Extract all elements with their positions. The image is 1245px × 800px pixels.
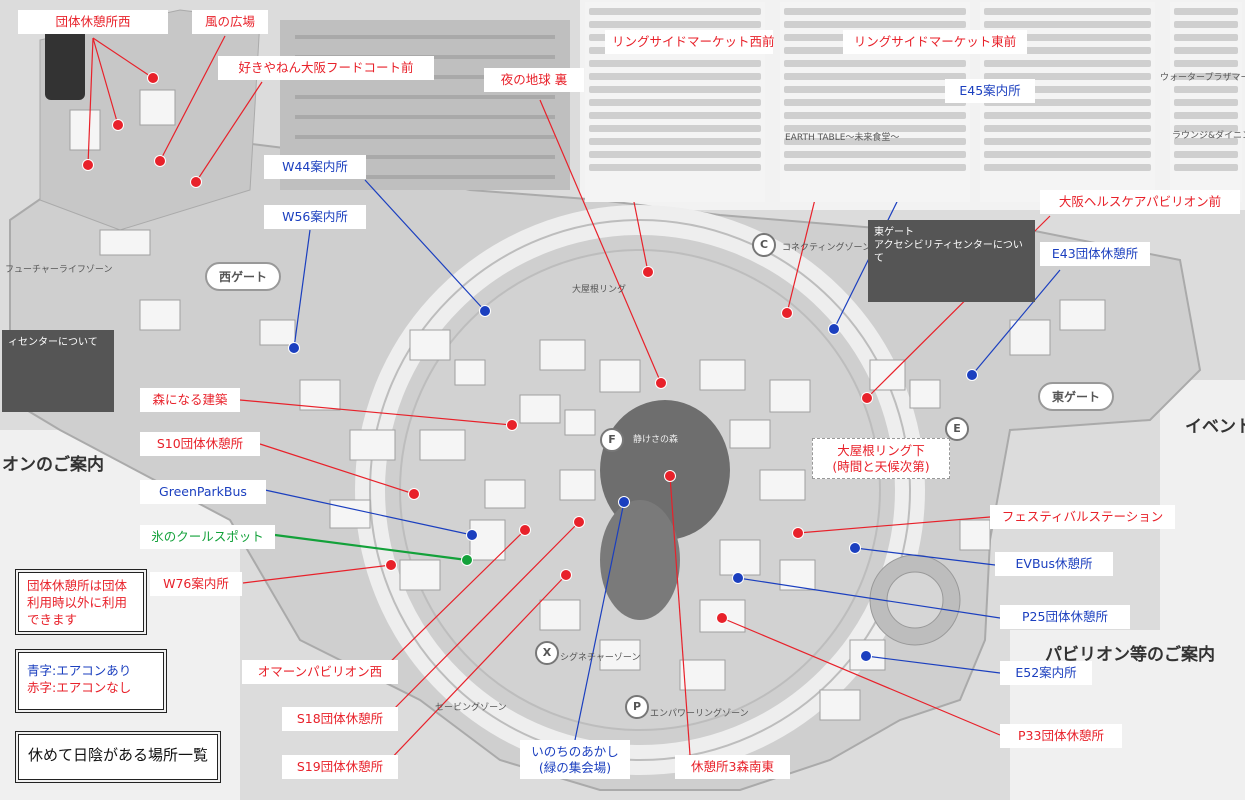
accessibility-card-west: ィセンターについて (2, 330, 114, 412)
map-label-connecting-zone: コネクティングゾーン (782, 243, 872, 253)
map-title: 休めて日陰がある場所一覧 (15, 731, 221, 783)
label-e43-group-rest[interactable]: E43団体休憩所 (1040, 242, 1150, 266)
guide-right-heading: パビリオン等のご案内 (1045, 645, 1215, 665)
label-e52-info[interactable]: E52案内所 (1000, 661, 1092, 685)
map-label-saving-zone: セービングゾーン (435, 703, 507, 713)
label-rest3-forest-se[interactable]: 休憩所3森南東 (675, 755, 790, 779)
zone-f-icon: F (600, 428, 624, 452)
label-w56-info[interactable]: W56案内所 (264, 205, 366, 229)
zone-e-icon: E (945, 417, 969, 441)
label-forest-architecture[interactable]: 森になる建築 (140, 388, 240, 412)
label-ringside-market-east[interactable]: リングサイドマーケット東前 (843, 30, 1027, 54)
map-label-forest: 静けさの森 (633, 435, 679, 445)
map-label-signature-zone: シグネチャーゾーン (560, 653, 641, 663)
label-p25-group-rest[interactable]: P25団体休憩所 (1000, 605, 1130, 629)
legend-blue: 青字:エアコンあり (27, 663, 132, 678)
label-p33-group-rest[interactable]: P33団体休憩所 (1000, 724, 1122, 748)
accessibility-card-title: アクセシビリティセンターについて (874, 240, 1023, 264)
label-wind-plaza[interactable]: 風の広場 (192, 10, 268, 34)
zone-x-icon: X (535, 641, 559, 665)
note-line-2: 利用時以外に利用 (27, 594, 128, 610)
label-night-earth-back[interactable]: 夜の地球 裏 (484, 68, 584, 92)
east-gate-label: 東ゲート (1038, 382, 1115, 411)
label-s19-group-rest[interactable]: S19団体休憩所 (282, 755, 398, 779)
label-e45-info[interactable]: E45案内所 (945, 79, 1035, 103)
label-oman-pavilion-west[interactable]: オマーンパビリオン西 (242, 660, 398, 684)
map-label-water-plaza: ウォータープラザマーケ (1160, 73, 1245, 83)
guide-left-heading: オンのご案内 (2, 455, 104, 475)
label-s18-group-rest[interactable]: S18団体休憩所 (282, 707, 398, 731)
zone-c-icon: C (752, 233, 776, 257)
legend-red: 赤字:エアコンなし (27, 679, 132, 695)
label-w76-info[interactable]: W76案内所 (150, 572, 242, 596)
map-label-earth-table: EARTH TABLE〜未来食堂〜 (785, 133, 900, 143)
west-gate-label: 西ゲート (205, 262, 282, 291)
label-ringside-market-west[interactable]: リングサイドマーケット西前 (605, 30, 775, 54)
accessibility-card-gate: 東ゲート (874, 227, 914, 238)
group-rest-note: 団体休憩所は団体 利用時以外に利用 できます (15, 569, 147, 635)
map-label-ring: 大屋根リング (572, 285, 627, 295)
map-label-future-zone: フューチャーライフゾーン (5, 265, 113, 275)
event-heading: イベント (1185, 417, 1245, 437)
listing-sheet-4 (1170, 2, 1242, 202)
label-inochi-no-akashi[interactable]: いのちのあかし (緑の集会場) (520, 740, 630, 780)
label-w44-info[interactable]: W44案内所 (264, 155, 366, 179)
accessibility-card-west-title: ィセンターについて (8, 337, 98, 348)
label-festival-station[interactable]: フェスティバルステーション (990, 505, 1175, 529)
label-evbus-rest[interactable]: EVBus休憩所 (995, 552, 1113, 576)
label-osaka-healthcare[interactable]: 大阪ヘルスケアパビリオン前 (1040, 190, 1240, 214)
accessibility-card: 東ゲート アクセシビリティセンターについて (868, 220, 1035, 302)
zone-p-icon: P (625, 695, 649, 719)
note-line-1: 団体休憩所は団体 (27, 578, 128, 593)
color-legend: 青字:エアコンあり 赤字:エアコンなし (15, 649, 167, 713)
label-osaka-food-court[interactable]: 好きやねん大阪フードコート前 (218, 56, 434, 80)
note-line-3: できます (27, 611, 78, 627)
map-label-lounge: ラウンジ&ダイニング (1172, 131, 1245, 141)
map-label-empowering-zone: エンパワーリングゾーン (650, 709, 749, 719)
label-greenparkbus[interactable]: GreenParkBus (140, 480, 266, 504)
label-ice-cool-spot[interactable]: 氷のクールスポット (140, 525, 275, 549)
label-s10-group-rest[interactable]: S10団体休憩所 (140, 432, 260, 456)
label-group-rest-west[interactable]: 団体休憩所西 (18, 10, 168, 34)
label-ring-under[interactable]: 大屋根リング下 (時間と天候次第) (812, 438, 950, 480)
